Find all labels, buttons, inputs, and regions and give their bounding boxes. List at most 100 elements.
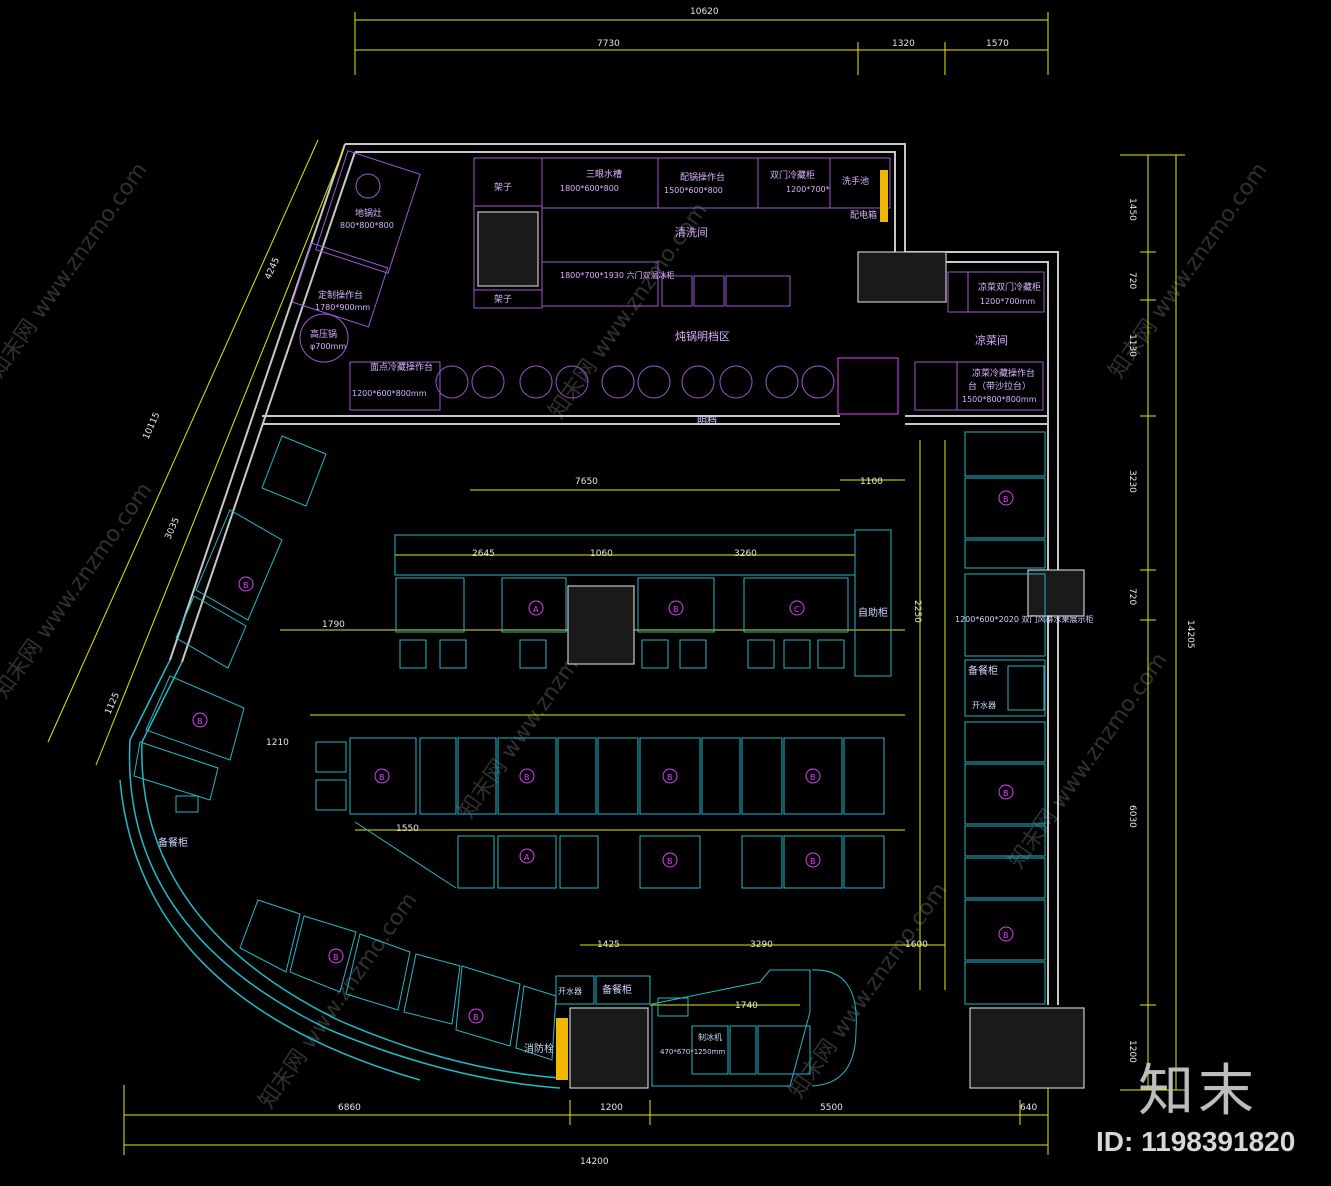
table-tag-letter: A (524, 853, 530, 862)
label-rack: 1800*700*1930 六门双温冰柜 (560, 270, 675, 280)
table-tag-letter: B (810, 857, 816, 866)
table-tag-letter: A (533, 605, 539, 614)
dim-1740: 1740 (735, 1001, 758, 1011)
label-cold-room: 凉菜间 (975, 333, 1008, 347)
label-pass: 明档 (697, 414, 717, 427)
table-tag-letter: B (333, 953, 339, 962)
label-display-fridge: 1200*600*2020 双门风幕水果展示柜 (955, 614, 1094, 624)
table-tag-letter: B (673, 605, 679, 614)
hatched-structures (477, 211, 1085, 1089)
watermark: 知末网 www.znzmo.com (254, 888, 422, 1113)
table-tag-letter: B (1003, 495, 1009, 504)
dim-1100: 1100 (860, 477, 883, 487)
label-ice-machine: 制冰机 (698, 1032, 722, 1042)
label-cold-fridge-size: 1200*700mm (980, 297, 1035, 306)
dim-right-a: 1450 (1127, 198, 1137, 221)
label-stock-size: 800*800*800 (340, 221, 394, 230)
dim-left-b: 3035 (164, 516, 182, 541)
label-stock-pot: 地锅灶 (355, 207, 382, 219)
dim-bottom-c: 5500 (820, 1103, 843, 1113)
dim-right-e: 720 (1127, 588, 1137, 605)
table-tag-letter: B (667, 857, 673, 866)
dim-top-a: 7730 (597, 39, 620, 49)
label-pastry: 面点冷藏操作台 (370, 361, 433, 373)
dim-1600: 1600 (905, 940, 928, 950)
dim-3290: 3290 (750, 940, 773, 950)
dim-bottom-a: 6860 (338, 1103, 361, 1113)
label-fire-hydrant: 消防栓 (524, 1042, 554, 1055)
dim-top-b: 1320 (892, 39, 915, 49)
dim-right-c: 1130 (1127, 334, 1137, 357)
table-tag-letter: B (810, 773, 816, 782)
label-pastry-size: 1200*600*800mm (352, 389, 427, 398)
label-spare-cabinet-right: 备餐柜 (968, 664, 998, 677)
table-tag-letter: B (379, 773, 385, 782)
table-tag-letter: B (1003, 789, 1009, 798)
dim-left-total: 10115 (142, 411, 163, 441)
hotpot-row (435, 365, 835, 399)
table-tag-letter: B (524, 773, 530, 782)
dim-right-d: 3230 (1127, 470, 1137, 493)
label-elec: 配电箱 (850, 209, 877, 221)
label-pressure-size: φ700mm (310, 342, 346, 351)
kitchen-area (291, 150, 1045, 415)
accent-bars (556, 170, 888, 1080)
table-tags (192, 490, 1014, 1024)
dim-left-c: 1125 (104, 691, 122, 716)
label-hotpot-zone: 炖锅明档区 (675, 329, 730, 343)
dining-area (133, 431, 1046, 1087)
label-shelf-top: 架子 (494, 182, 512, 193)
image-id: ID: 1198391820 (1096, 1126, 1296, 1157)
table-tag-letter: B (667, 773, 673, 782)
label-self-cabinet: 自助柜 (858, 606, 888, 619)
table-tag-letter: B (243, 581, 249, 590)
label-custom: 定制操作台 (318, 289, 363, 301)
dim-left-a: 4245 (264, 256, 282, 281)
dim-1790: 1790 (322, 620, 345, 630)
label-ice-size: 470*670*1250mm (660, 1048, 725, 1056)
dim-top-total: 10620 (690, 7, 719, 17)
label-custom-size: 1780*900mm (315, 303, 370, 312)
kitchen-labels: 炖锅明档区 清洗间 凉菜间 明档 架子 架子 三眼水槽 1800*600*800… (310, 168, 1041, 427)
table-tag-letter: B (1003, 931, 1009, 940)
label-hand-sink: 洗手池 (842, 175, 869, 187)
label-water-right: 开水器 (972, 700, 996, 710)
dim-3260: 3260 (734, 549, 757, 559)
dim-top-c: 1570 (986, 39, 1009, 49)
dim-right-b: 720 (1127, 272, 1137, 289)
label-sink: 三眼水槽 (586, 168, 622, 180)
label-spare-cabinet-left: 备餐柜 (158, 836, 188, 849)
label-fridge-size: 1200*700* (786, 185, 830, 194)
label-wash-room: 清洗间 (675, 226, 708, 239)
dim-bottom-d: 640 (1020, 1103, 1037, 1113)
dim-bottom-b: 1200 (600, 1103, 623, 1113)
curved-facade (119, 659, 561, 1089)
label-prep-size: 1500*600*800 (664, 186, 723, 195)
dining-labels: 自助柜 备餐柜 备餐柜 备餐柜 消防栓 开水器 开水器 1200*600*202… (158, 606, 1094, 1056)
brand-logo: 知末 (1138, 1059, 1258, 1124)
dim-1060: 1060 (590, 549, 613, 559)
label-shelf-bottom: 架子 (494, 294, 512, 305)
label-cold-table-size: 1500*800*800mm (962, 395, 1037, 404)
table-tag-letter: C (794, 605, 800, 614)
table-tag-letters: B B B B B B A B B A B C B B B B B (197, 495, 1009, 1022)
label-cold-table: 凉菜冷藏操作台 (972, 367, 1035, 379)
dim-1210: 1210 (266, 738, 289, 748)
dim-1550: 1550 (396, 824, 419, 834)
watermark: 知末网 www.znzmo.com (0, 158, 153, 383)
label-spare-cabinet-bottom: 备餐柜 (602, 983, 632, 996)
dim-right-g: 1200 (1127, 1040, 1137, 1063)
dimension-labels: 10620 7730 1320 1570 14205 1450 720 1130… (104, 7, 1195, 1167)
dim-7650: 7650 (575, 477, 598, 487)
label-sink-size: 1800*600*800 (560, 184, 619, 193)
dim-1425: 1425 (597, 940, 620, 950)
dim-right-f: 6030 (1127, 805, 1137, 828)
dim-2645: 2645 (472, 549, 495, 559)
label-cold-table-sub: 台（带沙拉台） (968, 380, 1031, 392)
dim-2250: 2250 (912, 600, 922, 623)
dim-right-total: 14205 (1185, 620, 1195, 649)
label-cold-fridge: 凉菜双门冷藏柜 (978, 281, 1041, 293)
label-pressure: 高压锅 (310, 328, 337, 340)
table-tag-letter: B (473, 1013, 479, 1022)
